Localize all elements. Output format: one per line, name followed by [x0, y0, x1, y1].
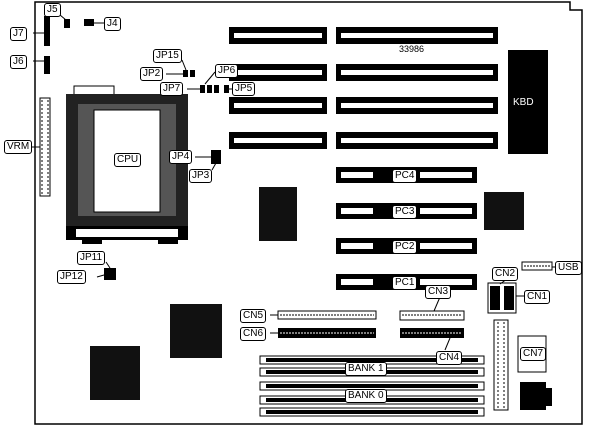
label-j6: J6 — [10, 55, 27, 69]
label-jp2: JP2 — [140, 67, 164, 81]
isa-slots — [229, 27, 498, 149]
label-jp3: JP3 — [189, 169, 213, 183]
jumpers-top-left — [44, 16, 229, 280]
chips — [90, 187, 524, 400]
kbd-connector — [508, 50, 548, 154]
label-j5: J5 — [44, 3, 61, 17]
label-kbd: KBD — [513, 97, 534, 108]
label-jp15: JP15 — [153, 49, 182, 63]
label-cn6: CN6 — [240, 327, 267, 341]
label-cn7: CN7 — [520, 347, 547, 361]
label-bank0: BANK 0 — [345, 389, 387, 403]
label-vrm: VRM — [4, 140, 33, 154]
label-jp11: JP11 — [77, 251, 106, 265]
label-cpu: CPU — [114, 153, 142, 167]
label-j4: J4 — [104, 17, 121, 31]
label-jp5: JP5 — [232, 82, 256, 96]
label-cn4: CN4 — [436, 351, 463, 365]
label-pc2: PC2 — [392, 240, 418, 254]
label-cn2: CN2 — [492, 267, 519, 281]
label-cn1: CN1 — [524, 290, 551, 304]
label-jp6: JP6 — [215, 64, 239, 78]
label-pc3: PC3 — [392, 205, 418, 219]
label-jp12: JP12 — [57, 270, 86, 284]
label-bank1: BANK 1 — [345, 362, 387, 376]
label-pc1: PC1 — [392, 276, 418, 290]
label-pc4: PC4 — [392, 169, 418, 183]
cpu-socket — [66, 85, 188, 244]
board-id: 33986 — [399, 44, 425, 54]
label-jp7: JP7 — [160, 82, 184, 96]
leader-lines — [30, 14, 555, 351]
label-cn3: CN3 — [425, 285, 452, 299]
label-jp4: JP4 — [169, 150, 193, 164]
label-cn5: CN5 — [240, 309, 267, 323]
label-usb: USB — [555, 261, 582, 275]
label-j7: J7 — [10, 27, 27, 41]
